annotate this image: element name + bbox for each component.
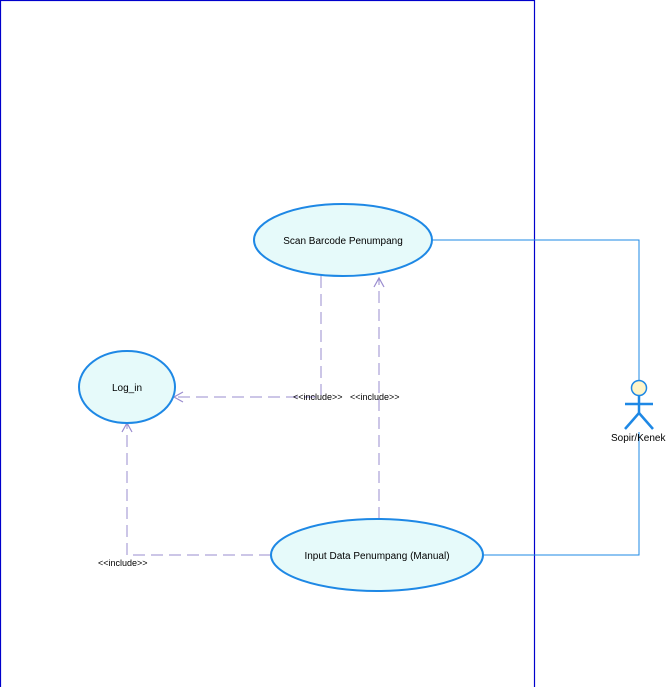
include-label-input-scan: <<include>> [350,392,400,402]
actor-head [630,379,648,397]
actor-leg-right [638,412,654,430]
actor-sopir-kenek[interactable]: Sopir/Kenek [611,379,666,445]
use-case-label: Scan Barcode Penumpang [283,236,403,247]
include-scan-login [172,276,322,403]
use-case-label: Log_in [112,383,142,394]
include-input-login [121,421,271,556]
use-case-login[interactable]: Log_in [78,350,176,424]
association-actor-scan [433,239,640,380]
actor-label: Sopir/Kenek [611,433,666,444]
use-case-scan-barcode[interactable]: Scan Barcode Penumpang [253,203,433,277]
include-label-input-login: <<include>> [98,558,148,568]
association-actor-input [484,432,640,556]
use-case-input-data[interactable]: Input Data Penumpang (Manual) [270,518,484,592]
actor-leg-left [624,412,640,430]
include-label-scan-login: <<include>> [293,392,343,402]
system-boundary [0,0,536,687]
use-case-label: Input Data Penumpang (Manual) [304,551,449,562]
